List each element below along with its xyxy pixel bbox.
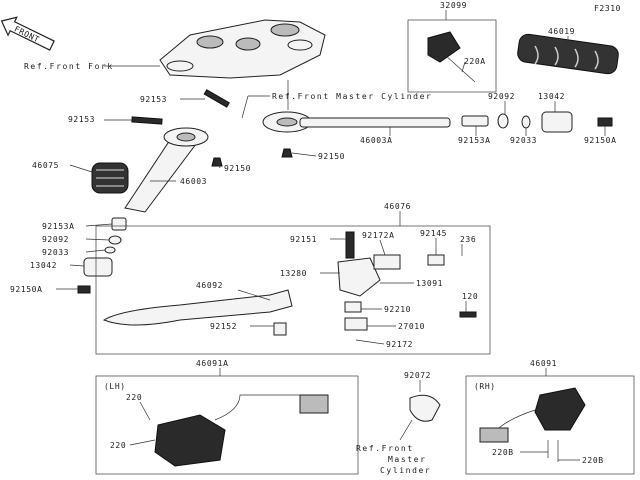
- label-13042-r: 13042: [538, 92, 565, 101]
- label-92150A-l: 92150A: [10, 285, 43, 294]
- label-92033-l: 92033: [42, 248, 69, 257]
- label-92033-r: 92033: [510, 136, 537, 145]
- left-bar-end-parts: [77, 217, 127, 294]
- lh-label: (LH): [104, 382, 126, 391]
- right-handlebar-switch: [479, 387, 586, 462]
- bolts: [131, 89, 293, 167]
- label-13042-l: 13042: [30, 261, 57, 270]
- label-92092-l: 92092: [42, 235, 69, 244]
- label-46076: 46076: [384, 202, 411, 211]
- throttle-housing: [427, 31, 476, 83]
- ref-front-fork: Ref.Front Fork: [24, 62, 114, 71]
- label-46091A: 46091A: [196, 359, 229, 368]
- right-grip: [517, 33, 619, 75]
- left-handlebar-switch: [154, 394, 329, 467]
- label-220A: 220A: [464, 57, 486, 66]
- right-switch-box: [465, 375, 635, 475]
- label-92153A-r: 92153A: [458, 136, 491, 145]
- label-92145: 92145: [420, 229, 447, 238]
- label-92152: 92152: [210, 322, 237, 331]
- label-220B-b: 220B: [582, 456, 604, 465]
- rh-label: (RH): [474, 382, 496, 391]
- label-46092: 46092: [196, 281, 223, 290]
- label-92153A-l: 92153A: [42, 222, 75, 231]
- label-92172A: 92172A: [362, 231, 395, 240]
- lever-assembly-box: [95, 225, 491, 355]
- label-46091: 46091: [530, 359, 557, 368]
- label-92210: 92210: [384, 305, 411, 314]
- left-grip: [91, 162, 129, 194]
- label-120: 120: [462, 292, 478, 301]
- label-92150-b: 92150: [224, 164, 251, 173]
- label-46003A: 46003A: [360, 136, 393, 145]
- right-handlebar: [262, 111, 451, 133]
- right-bar-end-parts: [461, 111, 613, 133]
- left-handlebar: [124, 127, 209, 213]
- label-92150A-r: 92150A: [584, 136, 617, 145]
- label-220-a: 220: [126, 393, 142, 402]
- label-92072: 92072: [404, 371, 431, 380]
- label-92153-b: 92153: [68, 115, 95, 124]
- left-switch-box: [95, 375, 359, 475]
- top-bridge: [159, 19, 326, 79]
- label-46075: 46075: [32, 161, 59, 170]
- label-92153-a: 92153: [140, 95, 167, 104]
- label-220B-a: 220B: [492, 448, 514, 457]
- label-46003: 46003: [180, 177, 207, 186]
- ref-front-mc-line3: Cylinder: [380, 466, 431, 475]
- label-92092-r: 92092: [488, 92, 515, 101]
- label-220-b: 220: [110, 441, 126, 450]
- ref-front-mc-line2: Master: [388, 455, 427, 464]
- leader-lines: [56, 10, 606, 461]
- label-27010: 27010: [398, 322, 425, 331]
- label-13280: 13280: [280, 269, 307, 278]
- label-46019: 46019: [548, 27, 575, 36]
- label-13091: 13091: [416, 279, 443, 288]
- label-236: 236: [460, 235, 476, 244]
- label-92150-a: 92150: [318, 152, 345, 161]
- label-32099: 32099: [440, 1, 467, 10]
- label-92151: 92151: [290, 235, 317, 244]
- cable-clamp: [409, 394, 441, 422]
- ref-front-mc-line1: Ref.Front: [356, 444, 414, 453]
- front-arrow-icon: FRONT: [0, 16, 55, 51]
- throttle-housing-box: [407, 19, 497, 93]
- label-92172: 92172: [386, 340, 413, 349]
- diagram-code: F2310: [594, 4, 621, 13]
- ref-front-master-cylinder: Ref.Front Master Cylinder: [272, 92, 432, 101]
- lever-assembly: [102, 231, 477, 336]
